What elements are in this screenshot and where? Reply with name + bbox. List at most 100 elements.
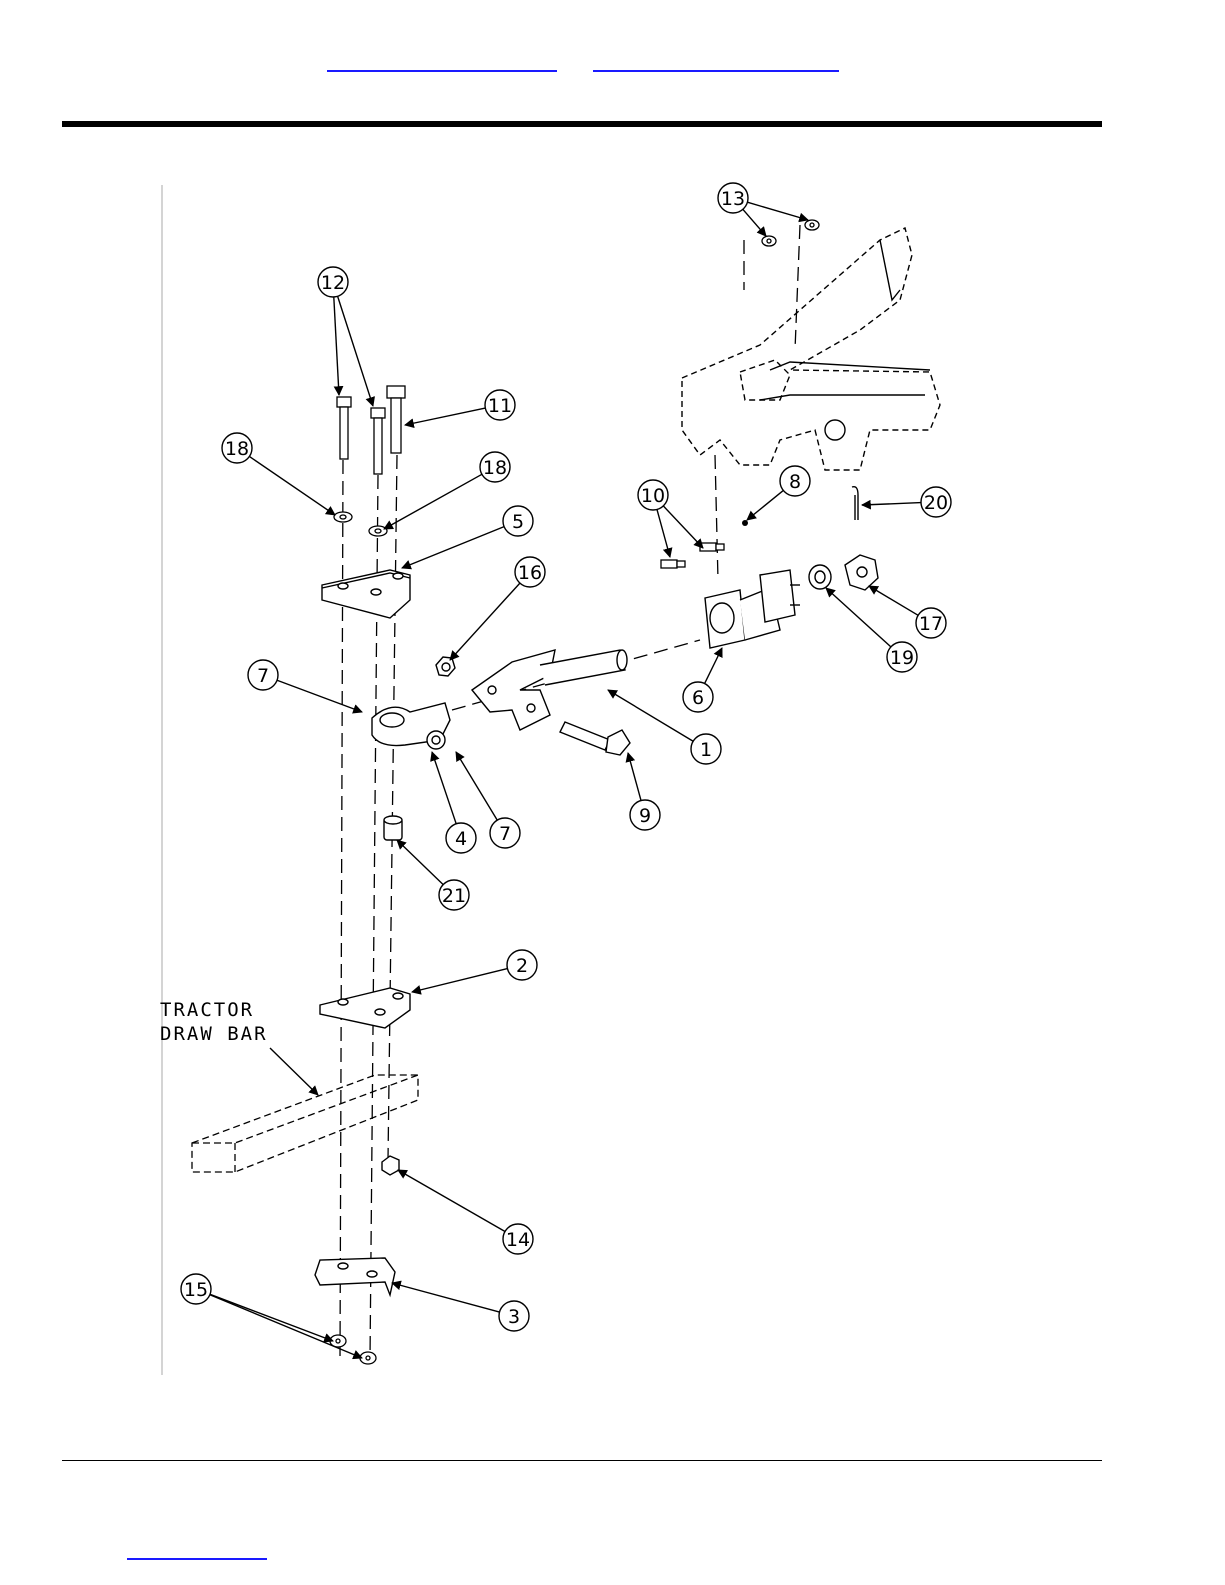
clevis-shaft-1 — [472, 650, 627, 730]
label-tractor: TRACTOR — [160, 999, 254, 1021]
washer-18 — [334, 512, 387, 536]
bushing-21 — [384, 816, 402, 840]
nut-14 — [382, 1156, 399, 1175]
callout-leader — [384, 474, 482, 529]
callout-17: 17 — [916, 608, 946, 638]
callout-leader — [869, 586, 918, 615]
callout-16: 16 — [515, 557, 545, 587]
nut-15 — [330, 1335, 376, 1364]
cotter-pin-20 — [852, 487, 858, 520]
callout-leader — [432, 752, 456, 824]
callout-leader — [402, 527, 504, 568]
callout-leader — [663, 506, 703, 548]
plate-2 — [320, 988, 410, 1028]
callout-number: 4 — [455, 828, 467, 850]
callout-15: 15 — [181, 1274, 211, 1304]
callout-number: 9 — [639, 805, 651, 827]
callout-leader — [277, 680, 362, 712]
callout-number: 17 — [919, 613, 943, 635]
callout-leader — [405, 408, 485, 425]
implement-frame — [682, 228, 940, 470]
grease-fitting-8 — [742, 520, 748, 526]
callout-18: 18 — [480, 452, 510, 482]
callout-leader — [657, 509, 670, 557]
callout-13: 13 — [718, 183, 748, 213]
callout-number: 3 — [508, 1306, 520, 1328]
callout-number: 14 — [506, 1229, 530, 1251]
bolt-9 — [560, 722, 630, 755]
label-draw-bar: DRAW BAR — [160, 1023, 268, 1045]
callout-leader — [705, 648, 722, 684]
callout-19: 19 — [887, 642, 917, 672]
callout-number: 19 — [890, 647, 914, 669]
callout-number: 5 — [512, 511, 524, 533]
draw-bar-leader — [270, 1048, 318, 1095]
callout-number: 8 — [789, 471, 801, 493]
callout-leader — [249, 456, 335, 515]
callout-12: 12 — [318, 267, 348, 297]
callout-leader — [450, 583, 520, 660]
callout-7: 7 — [490, 818, 520, 848]
bolts-10 — [661, 543, 724, 568]
callout-6: 6 — [683, 682, 713, 712]
callout-leader — [397, 840, 443, 885]
callout-number: 12 — [321, 272, 345, 294]
nut-13 — [762, 220, 819, 246]
callout-3: 3 — [499, 1301, 529, 1331]
callout-number: 1 — [700, 739, 712, 761]
callout-leader — [412, 969, 507, 992]
callout-4: 4 — [446, 823, 476, 853]
callout-21: 21 — [439, 880, 469, 910]
callout-leader — [747, 490, 783, 520]
callout-1: 1 — [691, 734, 721, 764]
castle-nut-17 — [845, 555, 878, 590]
callout-leader — [334, 297, 339, 395]
nut-16 — [436, 657, 455, 676]
callout-number: 10 — [641, 485, 665, 507]
callout-number: 15 — [184, 1279, 208, 1301]
callout-20: 20 — [921, 487, 951, 517]
callout-leader — [210, 1295, 362, 1358]
callout-leader — [398, 1170, 505, 1232]
assembly-centerlines — [340, 225, 800, 1360]
callout-number: 16 — [518, 562, 542, 584]
washer-19 — [809, 565, 831, 589]
plate-3 — [315, 1258, 395, 1295]
callout-10: 10 — [638, 480, 668, 510]
callout-number: 18 — [225, 438, 249, 460]
callout-18: 18 — [222, 433, 252, 463]
callout-number: 11 — [488, 395, 512, 417]
callout-number: 2 — [516, 955, 528, 977]
callout-number: 7 — [257, 665, 269, 687]
callout-2: 2 — [507, 950, 537, 980]
callout-number: 13 — [721, 188, 745, 210]
callout-leader — [628, 753, 641, 801]
callout-number: 7 — [499, 823, 511, 845]
callout-leader — [747, 202, 808, 220]
callout-leaders — [210, 202, 921, 1358]
callout-leader — [862, 503, 921, 505]
footer-link[interactable] — [127, 1542, 267, 1560]
callout-leader — [743, 209, 766, 236]
swivel-eye-4 — [372, 703, 450, 749]
plate-5 — [322, 570, 410, 618]
callout-leader — [826, 588, 891, 647]
callout-8: 8 — [780, 466, 810, 496]
footer-rule — [62, 1460, 1102, 1461]
callout-number: 20 — [924, 492, 948, 514]
frame-solid-edges — [760, 240, 930, 440]
callout-number: 21 — [442, 885, 466, 907]
callout-14: 14 — [503, 1224, 533, 1254]
callout-number: 6 — [692, 687, 704, 709]
callout-leader — [210, 1294, 333, 1341]
callout-number: 18 — [483, 457, 507, 479]
callout-leader — [392, 1283, 500, 1312]
callout-9: 9 — [630, 800, 660, 830]
tractor-draw-bar — [192, 1075, 418, 1172]
callout-leader — [456, 752, 497, 820]
bearing-housing-6 — [705, 570, 800, 648]
callout-7: 7 — [248, 660, 278, 690]
callout-leader — [338, 296, 373, 406]
